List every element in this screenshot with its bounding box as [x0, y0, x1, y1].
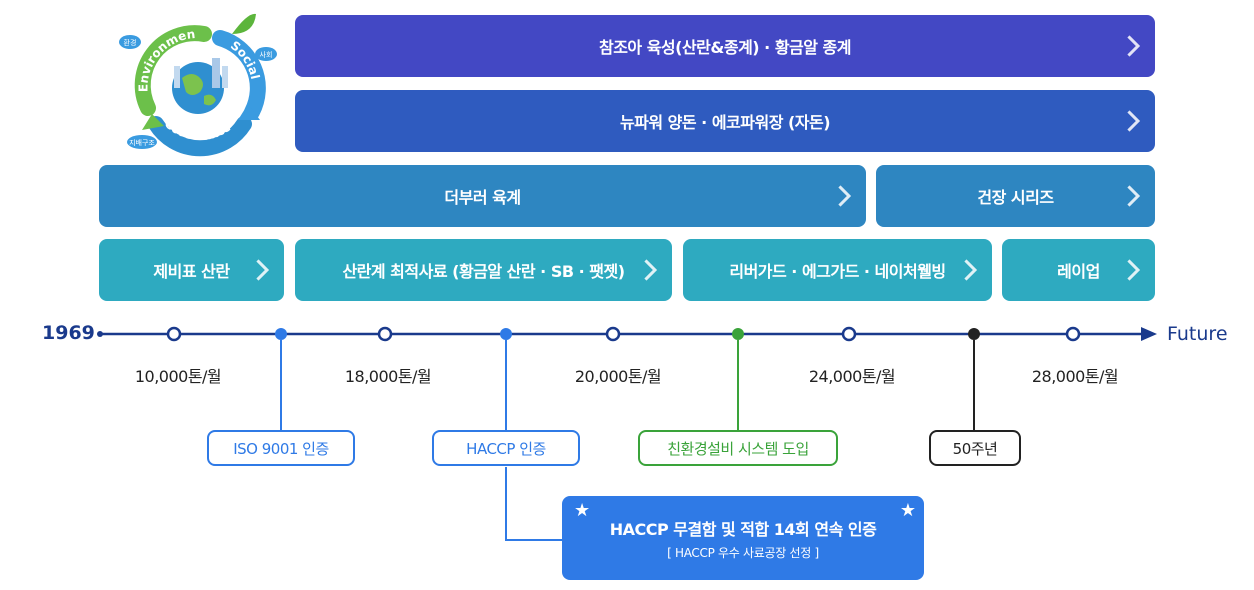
capacity-label: 28,000톤/월	[1031, 367, 1119, 386]
capacity-node	[841, 326, 857, 342]
milestone-50th: 50주년	[929, 430, 1021, 466]
product-bar-chamjoa[interactable]: 참조아 육성(산란&종계) · 황금알 종계	[295, 15, 1155, 77]
milestone-node	[732, 328, 744, 340]
highlight-subtitle: [ HACCP 우수 사료공장 선정 ]	[667, 546, 819, 560]
chevron-right-icon	[247, 259, 270, 281]
capacity-label: 10,000톤/월	[134, 367, 222, 386]
capacity-label: 18,000톤/월	[344, 367, 432, 386]
chevron-right-icon	[1118, 259, 1141, 281]
product-bar-geonjang[interactable]: 건장 시리즈	[876, 165, 1155, 227]
product-bar-label: 리버가드 · 에그가드 · 네이처웰빙	[729, 262, 946, 281]
capacity-label: 20,000톤/월	[574, 367, 662, 386]
milestone-haccp: HACCP 인증	[432, 430, 580, 466]
milestone-node	[500, 328, 512, 340]
arrow-right-icon	[1141, 327, 1157, 341]
esg-logo: Environment Social Governance 환경 사회 지배구조	[109, 0, 280, 158]
milestone-iso9001: ISO 9001 인증	[207, 430, 355, 466]
milestone-node	[275, 328, 287, 340]
product-bar-newpower[interactable]: 뉴파워 양돈 · 에코파워장 (자돈)	[295, 90, 1155, 152]
timeline-start-label: 1969	[42, 322, 95, 344]
product-bar-deobureo[interactable]: 더부러 육계	[99, 165, 866, 227]
milestone-node	[968, 328, 980, 340]
product-bar-label: 건장 시리즈	[977, 188, 1054, 207]
haccp-highlight-box: ★ ★ HACCP 무결함 및 적합 14회 연속 인증 [ HACCP 우수 …	[562, 496, 924, 580]
capacity-node	[605, 326, 621, 342]
product-bar-label: 참조아 육성(산란&종계) · 황금알 종계	[598, 38, 852, 57]
star-icon: ★	[574, 500, 591, 521]
capacity-node	[166, 326, 182, 342]
star-icon: ★	[899, 500, 916, 521]
tag-social: 사회	[260, 50, 273, 59]
product-bar-label: 레이업	[1057, 262, 1100, 281]
tag-governance: 지배구조	[129, 138, 155, 147]
chevron-right-icon	[1118, 110, 1141, 132]
capacity-node	[377, 326, 393, 342]
chevron-right-icon	[829, 185, 852, 207]
esg-logo-graphic: Environment Social Governance 환경 사회 지배구조	[109, 0, 277, 157]
product-bar-sanrangye[interactable]: 산란계 최적사료 (황금알 산란 · SB · 팻젯)	[295, 239, 672, 301]
product-bar-label: 산란계 최적사료 (황금알 산란 · SB · 팻젯)	[342, 262, 625, 281]
capacity-node	[1065, 326, 1081, 342]
chevron-right-icon	[955, 259, 978, 281]
product-bar-label: 뉴파워 양돈 · 에코파워장 (자돈)	[619, 113, 831, 132]
milestone-eco-facility: 친환경설비 시스템 도입	[638, 430, 838, 466]
product-bar-label: 제비표 산란	[153, 262, 230, 281]
chevron-right-icon	[1118, 185, 1141, 207]
product-bar-jebipyo[interactable]: 제비표 산란	[99, 239, 284, 301]
chevron-right-icon	[635, 259, 658, 281]
product-bar-riverguard[interactable]: 리버가드 · 에그가드 · 네이처웰빙	[683, 239, 992, 301]
capacity-label: 24,000톤/월	[808, 367, 896, 386]
tag-environment: 환경	[124, 38, 137, 47]
highlight-connector	[505, 467, 562, 541]
chevron-right-icon	[1118, 35, 1141, 57]
product-bar-label: 더부러 육계	[444, 188, 521, 207]
product-bar-layup[interactable]: 레이업	[1002, 239, 1155, 301]
timeline-end-label: Future	[1167, 323, 1228, 345]
highlight-title: HACCP 무결함 및 적합 14회 연속 인증	[609, 520, 877, 539]
timeline-origin-dot	[97, 331, 103, 337]
